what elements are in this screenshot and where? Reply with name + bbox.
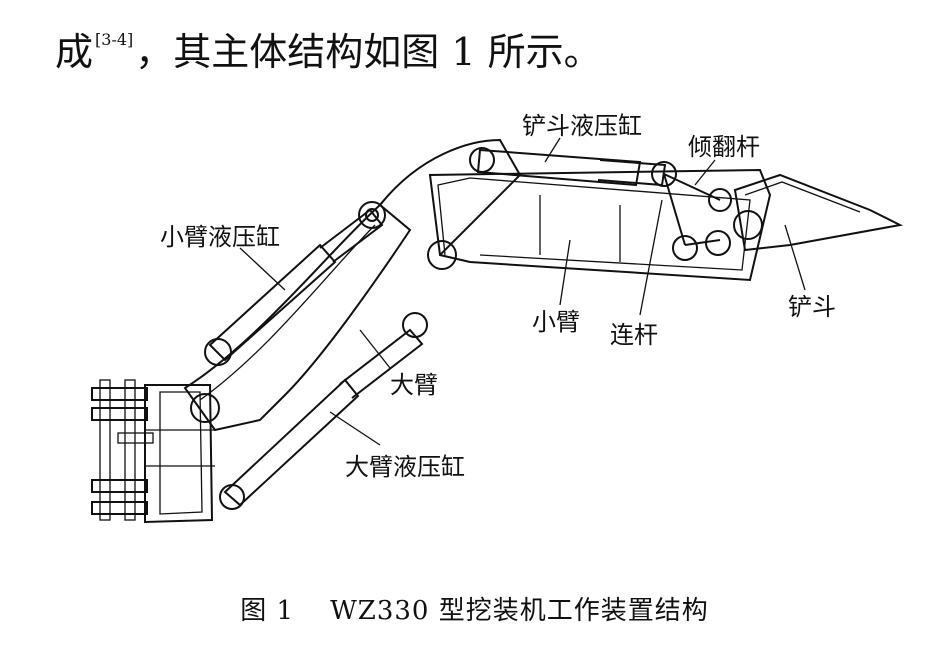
- label-bucket-cylinder: 铲斗液压缸: [522, 112, 642, 140]
- label-link-rod-group: 连杆: [610, 199, 663, 349]
- label-boom-cylinder: 大臂液压缸: [345, 453, 465, 481]
- label-bucket: 铲斗: [788, 293, 836, 321]
- boom-cylinder: [219, 312, 428, 510]
- label-boom-group: 大臂: [359, 329, 438, 399]
- label-tilt-rod: 倾翻杆: [688, 133, 760, 161]
- intro-text: 成[3-4]，其主体结构如图 1 所示。: [55, 30, 602, 76]
- base-frame: [91, 379, 215, 524]
- bucket: [733, 173, 904, 252]
- label-stick: 小臂: [532, 308, 580, 336]
- label-link-rod: 连杆: [610, 321, 658, 349]
- label-bucket-cylinder-group: 铲斗液压缸: [522, 112, 642, 163]
- label-tilt-rod-group: 倾翻杆: [688, 133, 760, 186]
- figure-title: WZ330 型挖装机工作装置结构: [330, 596, 709, 626]
- label-boom-cylinder-group: 大臂液压缸: [329, 411, 465, 481]
- label-bucket-group: 铲斗: [784, 224, 836, 321]
- stick: [379, 138, 772, 282]
- pivot-pins: [190, 208, 457, 423]
- intro-text-after: ，其主体结构如图 1 所示。: [135, 30, 602, 74]
- label-stick-group: 小臂: [532, 239, 580, 336]
- citation: [3-4]: [95, 30, 134, 49]
- linkage: [663, 173, 732, 261]
- label-stick-cylinder: 小臂液压缸: [160, 223, 280, 251]
- label-stick-cylinder-group: 小臂液压缸: [160, 223, 286, 291]
- intro-text-before: 成: [55, 30, 94, 74]
- figure-number: 图 1: [240, 596, 295, 626]
- label-boom: 大臂: [390, 371, 438, 399]
- stick-cylinder: [204, 201, 386, 366]
- figure-caption: 图 1 WZ330 型挖装机工作装置结构: [0, 590, 949, 627]
